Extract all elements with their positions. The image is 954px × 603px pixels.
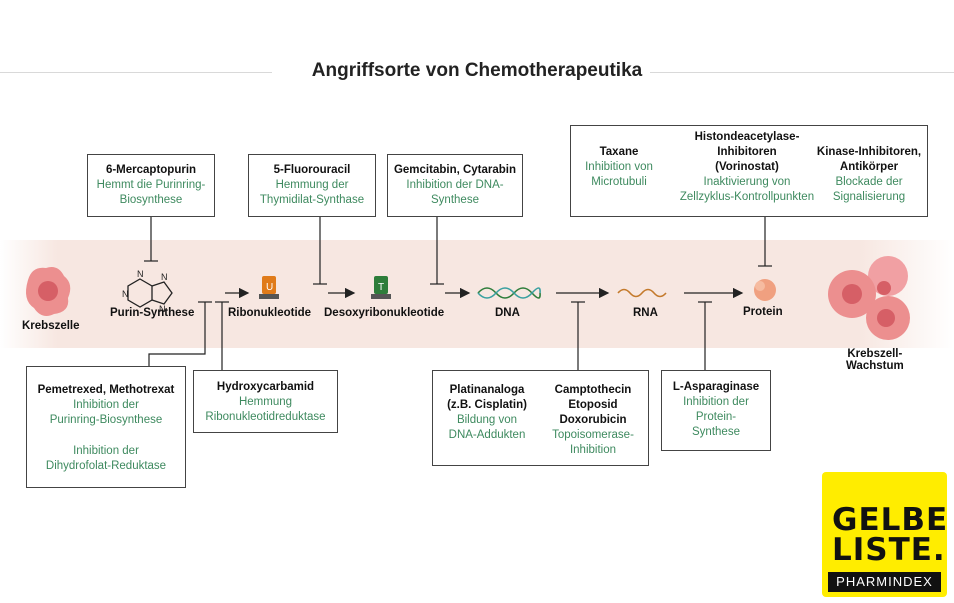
drug-effect-2: Inhibition der Dihydrofolat-Reduktase xyxy=(45,445,167,472)
drug-name: 6-Mercaptopurin xyxy=(105,164,197,176)
drug-effect: Inhibition der Protein- Synthese xyxy=(683,396,749,438)
node-cancer-growth: Krebszell- Wachstum xyxy=(846,348,904,372)
title-rule-right xyxy=(650,72,954,73)
box-pemetrexed: Pemetrexed, Methotrexat Inhibition der P… xyxy=(26,366,186,488)
logo-line-1: GELBE xyxy=(832,502,949,538)
col-camptothecin: Camptothecin Etoposid Doxorubicin Topois… xyxy=(539,383,647,458)
box-hydroxycarbamid: Hydroxycarbamid Hemmung Ribonukleotidred… xyxy=(193,370,338,433)
box-dna-damage-cluster: Platinanaloga (z.B. Cisplatin) Bildung v… xyxy=(432,370,649,466)
logo-subtitle: PHARMINDEX xyxy=(828,572,941,592)
purine-atom-n3: N xyxy=(161,272,168,282)
cancer-cell-icon xyxy=(26,267,71,316)
box-gemcitabin: Gemcitabin, Cytarabin Inhibition der DNA… xyxy=(387,154,523,217)
purine-structure-icon xyxy=(127,278,173,308)
drug-name: Camptothecin Etoposid Doxorubicin xyxy=(554,384,632,426)
drug-effect: Blockade der Signalisierung xyxy=(832,176,906,203)
node-ribonucleotides: Ribonukleotide xyxy=(228,307,312,319)
drug-name: Hydroxycarbamid xyxy=(216,381,315,393)
node-dna: DNA xyxy=(495,307,520,319)
drug-effect: Inaktivierung von Zellzyklus-Kontrollpun… xyxy=(679,176,815,203)
drug-effect: Hemmung Ribonukleotidreduktase xyxy=(205,396,326,423)
node-cancer-cell: Krebszelle xyxy=(22,320,80,332)
protein-icon xyxy=(754,279,776,301)
drug-name: Pemetrexed, Methotrexat xyxy=(37,384,175,396)
drug-name: L-Asparaginase xyxy=(672,381,760,393)
drug-name: Histondeacetylase- Inhibitoren (Vorinost… xyxy=(694,131,800,173)
box-fluorouracil: 5-Fluorouracil Hemmung der Thymidilat-Sy… xyxy=(248,154,376,217)
diagram-title: Angriffsorte von Chemotherapeutika xyxy=(311,60,643,81)
node-rna: RNA xyxy=(633,307,658,319)
drug-name: Platinanaloga (z.B. Cisplatin) xyxy=(447,384,527,411)
box-asparaginase: L-Asparaginase Inhibition der Protein- S… xyxy=(661,370,771,451)
drug-name: Kinase-Inhibitoren, Antikörper xyxy=(816,146,922,173)
purine-atom-n1: N xyxy=(137,269,144,279)
thymine-nucleotide-icon: T xyxy=(371,276,391,299)
dna-helix-icon xyxy=(477,287,541,299)
node-purine-synthesis: Purin-Synthese xyxy=(110,307,195,319)
pathway-band xyxy=(0,240,954,348)
purine-atom-n2: N xyxy=(122,289,129,299)
gelbe-liste-logo: GELBE LISTE. PHARMINDEX xyxy=(822,472,947,597)
col-taxane: Taxane Inhibition von Microtubuli xyxy=(571,145,667,190)
drug-name: Taxane xyxy=(599,146,639,158)
uracil-letter: U xyxy=(266,282,273,293)
drug-name: Gemcitabin, Cytarabin xyxy=(393,164,517,176)
node-desoxyribonucleotides: Desoxyribonukleotide xyxy=(324,307,445,319)
drug-effect: Bildung von DNA-Addukten xyxy=(448,414,526,441)
title-rule-left xyxy=(0,72,272,73)
box-mercaptopurin: 6-Mercaptopurin Hemmt die Purinring- Bio… xyxy=(87,154,215,217)
purine-atom-n4: N xyxy=(159,304,166,314)
col-hdac: Histondeacetylase- Inhibitoren (Vorinost… xyxy=(657,130,837,205)
drug-effect: Hemmt die Purinring- Biosynthese xyxy=(96,179,206,206)
drug-effect: Hemmung der Thymidilat-Synthase xyxy=(259,179,365,206)
drug-effect: Topoisomerase- Inhibition xyxy=(552,429,634,456)
drug-effect: Inhibition der Purinring-Biosynthese xyxy=(49,399,163,426)
cancer-growth-icon xyxy=(828,256,910,340)
thymine-letter: T xyxy=(378,282,384,293)
box-targets-cluster: Taxane Inhibition von Microtubuli Histon… xyxy=(570,125,928,217)
drug-effect: Inhibition der DNA- Synthese xyxy=(406,179,504,206)
drug-effect: Inhibition von Microtubuli xyxy=(585,161,653,188)
node-protein: Protein xyxy=(743,306,783,318)
col-platin: Platinanaloga (z.B. Cisplatin) Bildung v… xyxy=(437,383,537,443)
logo-line-2: LISTE. xyxy=(832,532,946,568)
uracil-nucleotide-icon: U xyxy=(259,276,279,299)
drug-name: 5-Fluorouracil xyxy=(273,164,351,176)
col-kinase: Kinase-Inhibitoren, Antikörper Blockade … xyxy=(809,145,929,205)
rna-strand-icon xyxy=(617,288,667,298)
